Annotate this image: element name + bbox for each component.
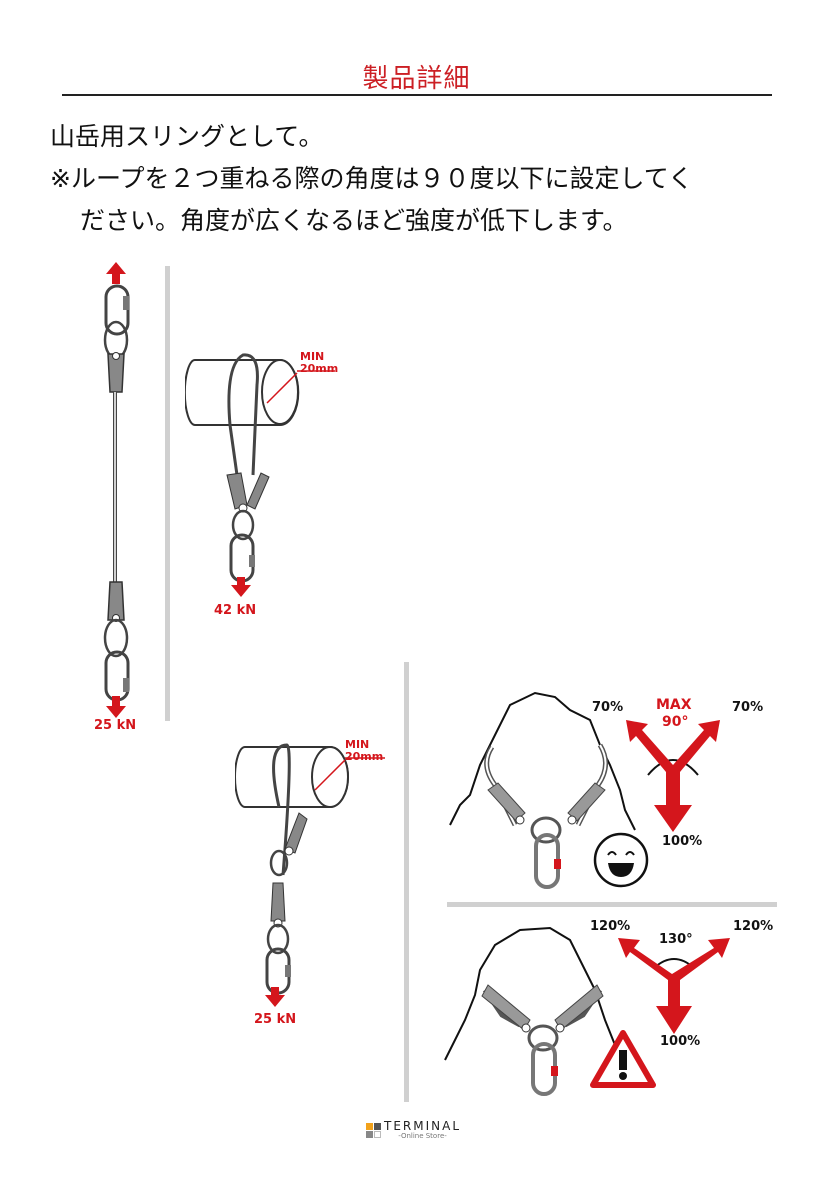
girth-hitch-illustration [183,353,335,597]
force-arrows-130 [614,928,734,1038]
girth-diameter-label: 20mm [300,362,339,375]
figure-anchor-130 [440,920,670,1100]
divider-right-vertical [404,662,409,1102]
anchor-90-illustration [449,691,636,889]
figure-girth-hitch-bar [183,345,345,605]
straight-load-label: 25 kN [94,718,137,733]
angle-label-130: 130° [659,932,693,947]
bottom-pct-130: 100% [660,1034,701,1049]
figure-straight-sling [90,260,150,730]
force-arrows-90 [618,710,728,835]
title-underline [62,94,772,96]
bottom-pct-90: 100% [662,834,703,849]
left-pct-130: 120% [590,919,631,934]
page-title: 製品詳細 [362,64,471,94]
description-line-2: ※ループを２つ重ねる際の角度は９０度以下に設定してく [50,164,693,193]
brand-subtitle: -Online Store- [398,1132,447,1140]
anchor-130-illustration [444,926,641,1096]
logo-squares-icon [366,1122,381,1138]
figure-anchor-90 [440,685,670,895]
y-arrow-130-icon [618,938,730,1034]
choke-min-label: MIN [345,738,370,751]
straight-sling-illustration [103,262,130,718]
divider-left-vertical [165,266,170,721]
description-line-3: ださい。角度が広くなるほど強度が低下します。 [80,206,628,235]
angle-label-90: 90° [662,714,689,730]
right-pct-130: 120% [733,919,774,934]
y-arrow-90-icon [626,720,720,832]
divider-horizontal [447,902,777,907]
smiley-face-icon [593,832,649,888]
product-description: 山岳用スリングとして。 ※ループを２つ重ねる際の角度は９０度以下に設定してく だ… [50,116,693,242]
girth-load-label: 42 kN [214,603,257,618]
max-label: MAX [656,697,692,713]
description-line-1: 山岳用スリングとして。 [50,122,324,151]
left-pct-90: 70% [592,700,624,715]
choke-load-label: 25 kN [254,1012,297,1027]
girth-min-label: MIN [300,350,325,363]
right-pct-90: 70% [732,700,764,715]
figure-choke-bar [234,735,395,1015]
brand-logo: TERMINAL -Online Store- [366,1120,461,1140]
choke-diameter-label: 20mm [345,750,384,763]
warning-triangle-icon [590,1030,656,1088]
brand-name: TERMINAL [384,1119,462,1133]
choke-hitch-illustration [234,743,385,1007]
